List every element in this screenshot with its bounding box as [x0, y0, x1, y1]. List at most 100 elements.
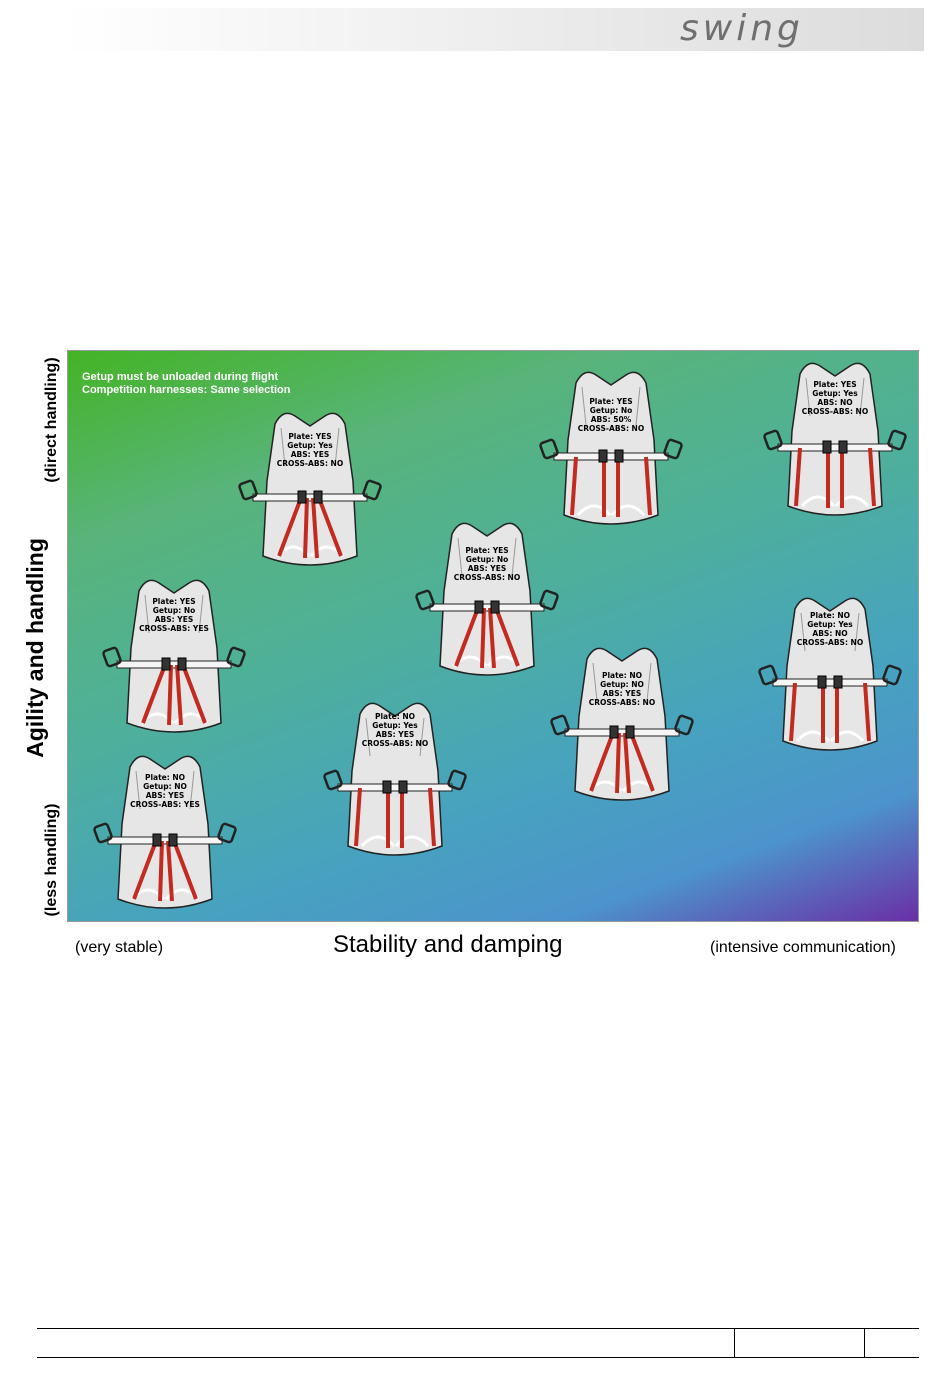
- spec-plate: Plate: NO: [601, 671, 643, 680]
- harness-red-strap: [623, 732, 631, 794]
- harness-buckle: [382, 780, 392, 794]
- harness-red-strap: [141, 664, 167, 724]
- spec-abs: ABS: YES: [154, 615, 194, 624]
- harness-red-strap: [354, 787, 362, 847]
- spec-abs: ABS: YES: [290, 450, 330, 459]
- harness-plate-yes-getup-no-abs-50: Plate: YES Getup: No ABS: 50% CROSS-ABS:…: [536, 365, 686, 535]
- spec-plate: Plate: NO: [374, 712, 416, 721]
- harness-carabiner: [663, 438, 683, 460]
- footer-top-rule: [37, 1328, 919, 1329]
- brand-logo: swing: [680, 8, 804, 49]
- harness-red-strap: [789, 682, 797, 742]
- spec-cross-abs: CROSS-ABS: NO: [796, 638, 864, 647]
- spec-plate: Plate: YES: [152, 597, 196, 606]
- harness-buckle: [614, 449, 624, 463]
- harness-drawing: [93, 755, 237, 909]
- harness-drawing: [550, 647, 694, 801]
- chart-note-line-2: Competition harnesses: Same selection: [82, 384, 291, 396]
- spec-plate: Plate: NO: [144, 773, 186, 782]
- harness-seat: [117, 755, 213, 909]
- harness-spec: Plate: YES Getup: No ABS: YES CROSS-ABS:…: [412, 546, 562, 582]
- spec-cross-abs: CROSS-ABS: NO: [577, 424, 645, 433]
- spec-abs: ABS: 50%: [590, 415, 632, 424]
- harness-spec: Plate: YES Getup: No ABS: 50% CROSS-ABS:…: [536, 397, 686, 433]
- harness-buckle: [297, 490, 307, 504]
- spec-abs: ABS: NO: [812, 629, 848, 638]
- spec-cross-abs: CROSS-ABS: NO: [588, 698, 656, 707]
- chart-note-line-1: Getup must be unloaded during flight: [82, 371, 279, 383]
- harness-seam: [144, 594, 204, 634]
- harness-carabiner: [882, 664, 902, 686]
- harness-buckle: [161, 657, 171, 671]
- harness-buckle: [152, 833, 162, 847]
- harness-seam: [280, 427, 340, 467]
- y-axis-top-label: (direct handling): [43, 357, 60, 483]
- harness-seat: [787, 362, 883, 516]
- harness-buckle: [398, 780, 408, 794]
- harness-carabiner: [447, 769, 467, 791]
- harness-carabiner: [763, 429, 783, 451]
- harness-carabiner: [550, 714, 570, 736]
- harness-chest-strap: [777, 443, 893, 452]
- harness-chest-strap: [553, 452, 669, 461]
- harness-drawing: [758, 597, 902, 751]
- spec-getup: Getup: NO: [143, 782, 187, 791]
- spec-cross-abs: CROSS-ABS: NO: [453, 573, 521, 582]
- harness-red-strap: [172, 840, 198, 900]
- harness-plate-yes-getup-yes-abs-no: Plate: YES Getup: Yes ABS: NO CROSS-ABS:…: [760, 356, 910, 526]
- harness-spec: Plate: NO Getup: NO ABS: YES CROSS-ABS: …: [547, 671, 697, 707]
- harness-plate-yes-getup-no-abs-yes: Plate: YES Getup: No ABS: YES CROSS-ABS:…: [412, 516, 562, 686]
- harness-red-strap: [488, 607, 496, 669]
- spec-plate: Plate: NO: [809, 611, 851, 620]
- harness-carabiner: [238, 479, 258, 501]
- harness-plate-no-getup-yes-abs-yes: Plate: NO Getup: Yes ABS: YES CROSS-ABS:…: [320, 696, 470, 866]
- spec-cross-abs: CROSS-ABS: NO: [801, 407, 869, 416]
- spec-plate: Plate: YES: [288, 432, 332, 441]
- harness-plate-no-getup-no-cross-abs-yes: Plate: NO Getup: NO ABS: YES CROSS-ABS: …: [90, 749, 240, 919]
- harness-buckle: [598, 449, 608, 463]
- harness-buckle: [625, 725, 635, 739]
- harness-drawing: [415, 522, 559, 676]
- harness-red-strap: [132, 840, 158, 900]
- harness-plate-yes-getup-no-cross-abs-yes: Plate: YES Getup: No ABS: YES CROSS-ABS:…: [99, 573, 249, 743]
- spec-getup: Getup: Yes: [812, 389, 858, 398]
- harness-carabiner: [323, 769, 343, 791]
- harness-red-strap: [428, 787, 436, 847]
- harness-seam: [581, 386, 641, 426]
- harness-red-strap: [794, 447, 802, 507]
- spec-cross-abs: CROSS-ABS: NO: [361, 739, 429, 748]
- harness-carabiner: [217, 822, 237, 844]
- harness-buckle: [833, 675, 843, 689]
- spec-getup: Getup: Yes: [287, 441, 333, 450]
- harness-carabiner: [93, 822, 113, 844]
- harness-leg-loop: [360, 835, 430, 848]
- harness-red-strap: [317, 497, 343, 557]
- harness-buckle: [838, 440, 848, 454]
- harness-spec: Plate: YES Getup: Yes ABS: NO CROSS-ABS:…: [760, 380, 910, 416]
- spec-plate: Plate: YES: [465, 546, 509, 555]
- footer-divider: [734, 1328, 735, 1358]
- harness-leg-loop: [800, 495, 870, 508]
- harness-seam: [805, 377, 865, 417]
- harness-red-strap: [166, 840, 174, 902]
- harness-spec: Plate: NO Getup: Yes ABS: YES CROSS-ABS:…: [320, 712, 470, 748]
- harness-carabiner: [887, 429, 907, 451]
- spec-getup: Getup: No: [152, 606, 196, 615]
- harness-seam: [592, 662, 652, 702]
- spec-abs: ABS: NO: [817, 398, 853, 407]
- harness-red-strap: [480, 607, 486, 669]
- chart-note: Getup must be unloaded during flight Com…: [82, 371, 290, 397]
- harness-seat: [262, 412, 358, 566]
- spec-plate: Plate: YES: [813, 380, 857, 389]
- harness-spec: Plate: NO Getup: Yes ABS: NO CROSS-ABS: …: [755, 611, 905, 647]
- harness-drawing: [238, 412, 382, 566]
- harness-drawing: [763, 362, 907, 516]
- harness-red-strap: [454, 607, 480, 667]
- harness-red-strap: [629, 732, 655, 792]
- spec-getup: Getup: Yes: [807, 620, 853, 629]
- harness-leg-loop: [795, 730, 865, 743]
- harness-drawing: [102, 579, 246, 733]
- harness-leg-loop: [576, 504, 646, 517]
- spec-cross-abs: CROSS-ABS: YES: [130, 800, 200, 809]
- harness-buckle: [822, 440, 832, 454]
